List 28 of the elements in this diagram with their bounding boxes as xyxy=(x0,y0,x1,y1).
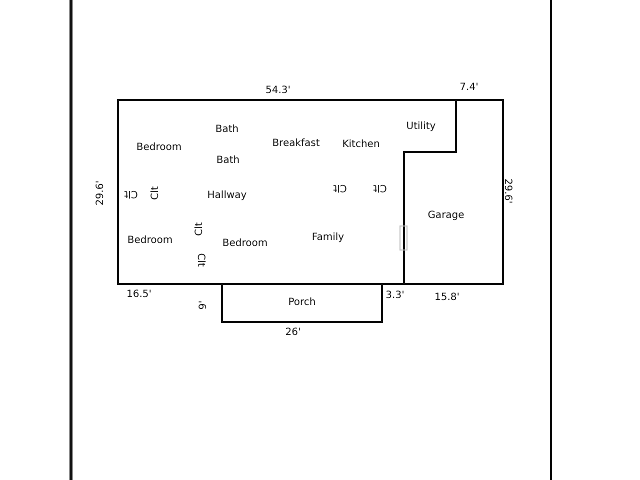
closet-label: Clt xyxy=(373,182,387,192)
room-label: Bath xyxy=(215,125,239,135)
dimension-label: 26' xyxy=(285,328,301,338)
closet-label: Clt xyxy=(195,253,205,267)
dimension-label: 54.3' xyxy=(266,86,290,96)
closet-label: Clt xyxy=(124,188,138,198)
closet-label: Clt xyxy=(151,186,161,200)
room-label: Garage xyxy=(428,211,464,221)
room-label: Porch xyxy=(288,298,316,308)
dimension-label: 3.3' xyxy=(386,291,404,301)
porch-outline xyxy=(221,284,383,323)
room-label: Bedroom xyxy=(136,143,182,153)
dimension-label: 9' xyxy=(199,300,209,310)
room-label: Hallway xyxy=(207,191,247,201)
room-label: Family xyxy=(312,233,344,243)
room-label: Kitchen xyxy=(342,140,380,150)
room-label: Bedroom xyxy=(222,239,268,249)
room-label: Breakfast xyxy=(272,139,320,149)
closet-label: Clt xyxy=(333,182,347,192)
dimension-label: 7.4' xyxy=(460,83,478,93)
dimension-label: 16.5' xyxy=(126,290,152,300)
dimension-label: 29.6' xyxy=(502,178,512,204)
room-label: Bath xyxy=(216,156,240,166)
closet-label: Clt xyxy=(195,222,205,236)
room-label: Bedroom xyxy=(127,236,173,246)
room-label: Utility xyxy=(406,122,436,132)
dimension-label: 15.8' xyxy=(434,293,460,303)
dimension-label: 29.6' xyxy=(96,180,106,206)
